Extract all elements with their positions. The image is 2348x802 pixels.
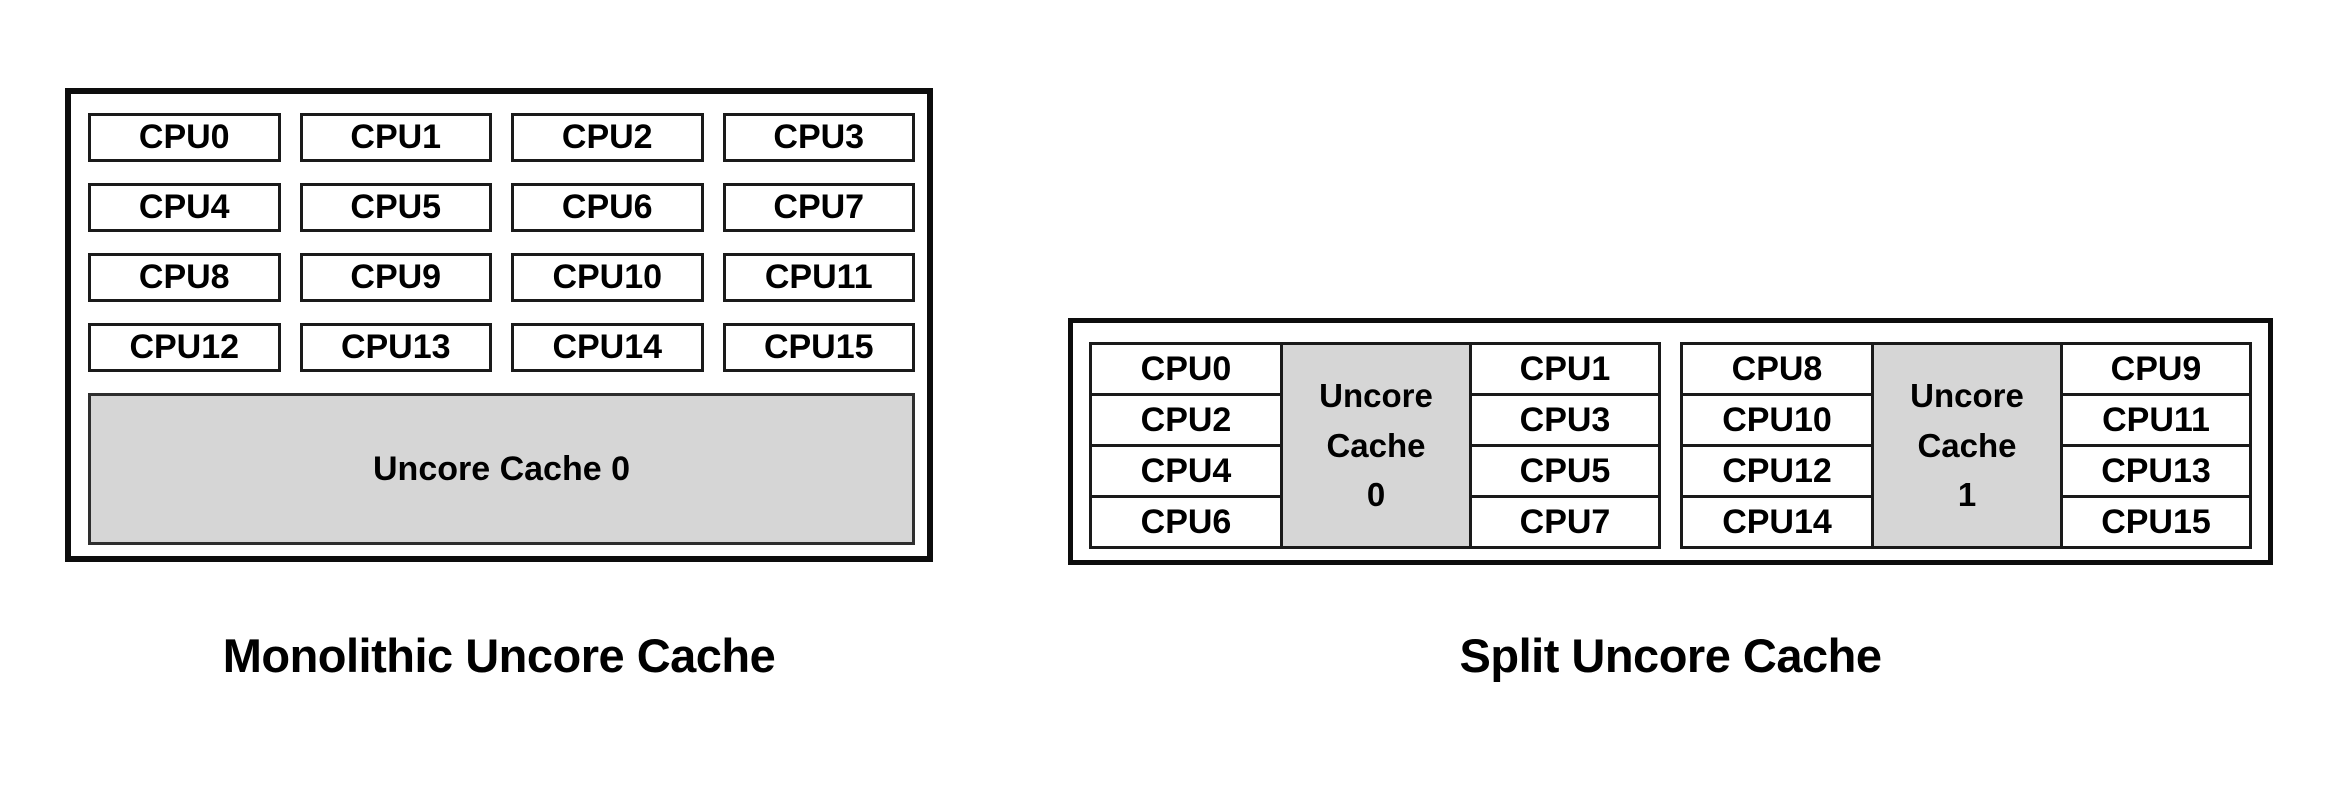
- cpu-box: CPU9: [299, 253, 492, 302]
- cpu-cell: CPU9: [2063, 345, 2249, 393]
- cpu-cell: CPU6: [1092, 498, 1280, 546]
- cpu-box: CPU13: [299, 323, 492, 372]
- cpu-box: CPU14: [511, 323, 704, 372]
- cache-label-line: Uncore: [1910, 377, 2024, 415]
- cpu-cell: CPU5: [1472, 447, 1658, 495]
- cache-label-line: 1: [1957, 476, 1977, 514]
- cpu-cell: CPU0: [1092, 345, 1280, 393]
- cpu-cell: CPU15: [2063, 498, 2249, 546]
- cpu-box: CPU15: [722, 323, 915, 372]
- uncore-cache-0-cell: Uncore Cache 0: [1283, 345, 1469, 546]
- cpu-cell: CPU2: [1092, 396, 1280, 444]
- cpu-cell: CPU10: [1683, 396, 1871, 444]
- cpu-box: CPU7: [722, 183, 915, 232]
- cpu-box: CPU11: [722, 253, 915, 302]
- cpu-box: CPU5: [299, 183, 492, 232]
- cpu-box: CPU1: [299, 113, 492, 162]
- cpu-cell: CPU8: [1683, 345, 1871, 393]
- cpu-box: CPU6: [511, 183, 704, 232]
- cpu-box: CPU8: [88, 253, 281, 302]
- cpu-cell: CPU11: [2063, 396, 2249, 444]
- cpu-cell: CPU1: [1472, 345, 1658, 393]
- cpu-box: CPU2: [511, 113, 704, 162]
- monolithic-caption: Monolithic Uncore Cache: [222, 629, 776, 682]
- cpu-cell: CPU14: [1683, 498, 1871, 546]
- cpu-box: CPU4: [88, 183, 281, 232]
- uncore-cache-1-cell: Uncore Cache 1: [1874, 345, 2060, 546]
- cache-label-line: Uncore: [1319, 377, 1433, 415]
- split-groups: CPU0 CPU2 CPU4 CPU6 Uncore Cache 0 CPU1 …: [1089, 342, 2252, 549]
- cache-label-line: 0: [1366, 476, 1386, 514]
- monolithic-diagram: CPU0 CPU1 CPU2 CPU3 CPU4 CPU5 CPU6 CPU7 …: [65, 88, 933, 562]
- cpu-cell: CPU7: [1472, 498, 1658, 546]
- uncore-cache-0-block: Uncore Cache 0: [88, 393, 915, 545]
- monolithic-cpu-grid: CPU0 CPU1 CPU2 CPU3 CPU4 CPU5 CPU6 CPU7 …: [88, 113, 915, 372]
- cpu-box: CPU12: [88, 323, 281, 372]
- cache-group-1: CPU8 CPU10 CPU12 CPU14 Uncore Cache 1 CP…: [1680, 342, 2252, 549]
- cpu-box: CPU0: [88, 113, 281, 162]
- split-diagram: CPU0 CPU2 CPU4 CPU6 Uncore Cache 0 CPU1 …: [1068, 318, 2273, 565]
- cpu-cell: CPU13: [2063, 447, 2249, 495]
- cache-label-line: Cache: [1917, 426, 2017, 464]
- cpu-cell: CPU3: [1472, 396, 1658, 444]
- cpu-box: CPU3: [722, 113, 915, 162]
- cpu-cell: CPU4: [1092, 447, 1280, 495]
- cache-label-line: Cache: [1326, 426, 1426, 464]
- cache-group-0: CPU0 CPU2 CPU4 CPU6 Uncore Cache 0 CPU1 …: [1089, 342, 1661, 549]
- split-caption: Split Uncore Cache: [1459, 629, 1882, 682]
- cpu-cell: CPU12: [1683, 447, 1871, 495]
- cpu-box: CPU10: [511, 253, 704, 302]
